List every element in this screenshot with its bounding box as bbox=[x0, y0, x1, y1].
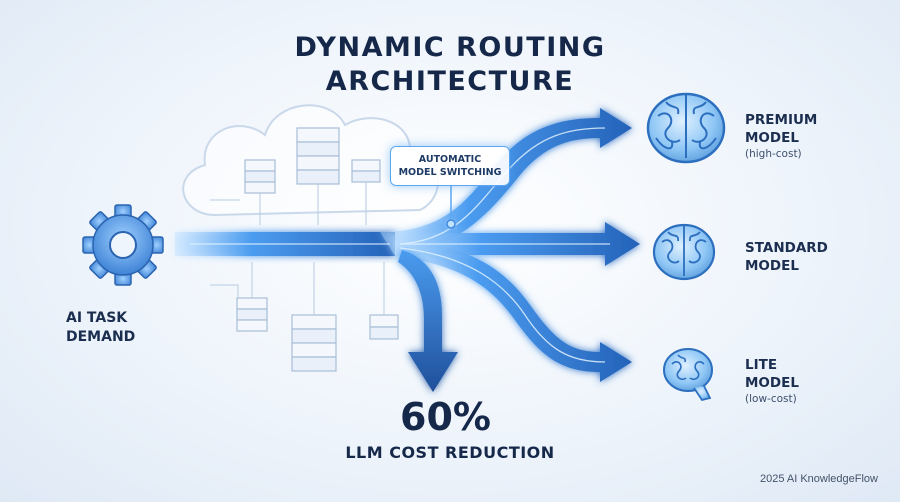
model-standard-name: STANDARD MODEL bbox=[745, 239, 828, 275]
input-label: AI TASK DEMAND bbox=[66, 309, 176, 347]
brain-icon-premium bbox=[646, 92, 726, 164]
server-rack-icon bbox=[244, 159, 276, 194]
server-rack-icon bbox=[369, 314, 399, 340]
model-lite-name: LITE MODEL bbox=[745, 356, 799, 392]
model-premium-line1: PREMIUM bbox=[745, 112, 818, 128]
flow-branch-lite bbox=[395, 240, 632, 382]
brain-icon-lite bbox=[663, 348, 713, 402]
result-value: 60% bbox=[400, 395, 491, 439]
footer-credit: 2025 AI KnowledgeFlow bbox=[759, 473, 878, 485]
callout-line2: MODEL SWITCHING bbox=[398, 167, 502, 178]
model-premium-line2: MODEL bbox=[745, 130, 799, 146]
diagram-title-line1: DYNAMIC ROUTING bbox=[294, 32, 606, 63]
callout-box: AUTOMATIC MODEL SWITCHING bbox=[390, 146, 510, 186]
model-premium-name: PREMIUM MODEL bbox=[745, 111, 817, 147]
callout-line1: AUTOMATIC bbox=[418, 154, 482, 165]
flow-branch-down-arrow bbox=[398, 250, 458, 392]
input-label-line2: DEMAND bbox=[66, 329, 136, 345]
server-rack-icon bbox=[296, 127, 340, 185]
server-rack-icon bbox=[291, 314, 337, 372]
input-label-line1: AI TASK bbox=[66, 310, 128, 326]
model-lite-sub: (low-cost) bbox=[745, 393, 797, 405]
server-rack-icon bbox=[236, 297, 268, 332]
callout-dot bbox=[446, 219, 456, 229]
diagram-title-line2: ARCHITECTURE bbox=[325, 66, 575, 97]
server-rack-icon bbox=[351, 159, 381, 183]
brain-icon-standard bbox=[652, 223, 716, 281]
result-label: LLM COST REDUCTION bbox=[345, 443, 555, 462]
model-premium-sub: (high-cost) bbox=[745, 148, 802, 160]
model-lite-line1: LITE bbox=[745, 357, 778, 373]
network-lines bbox=[210, 182, 385, 315]
model-standard-line1: STANDARD bbox=[745, 240, 828, 256]
model-standard-line2: MODEL bbox=[745, 258, 799, 274]
gear-icon bbox=[82, 204, 164, 286]
model-lite-line2: MODEL bbox=[745, 375, 799, 391]
